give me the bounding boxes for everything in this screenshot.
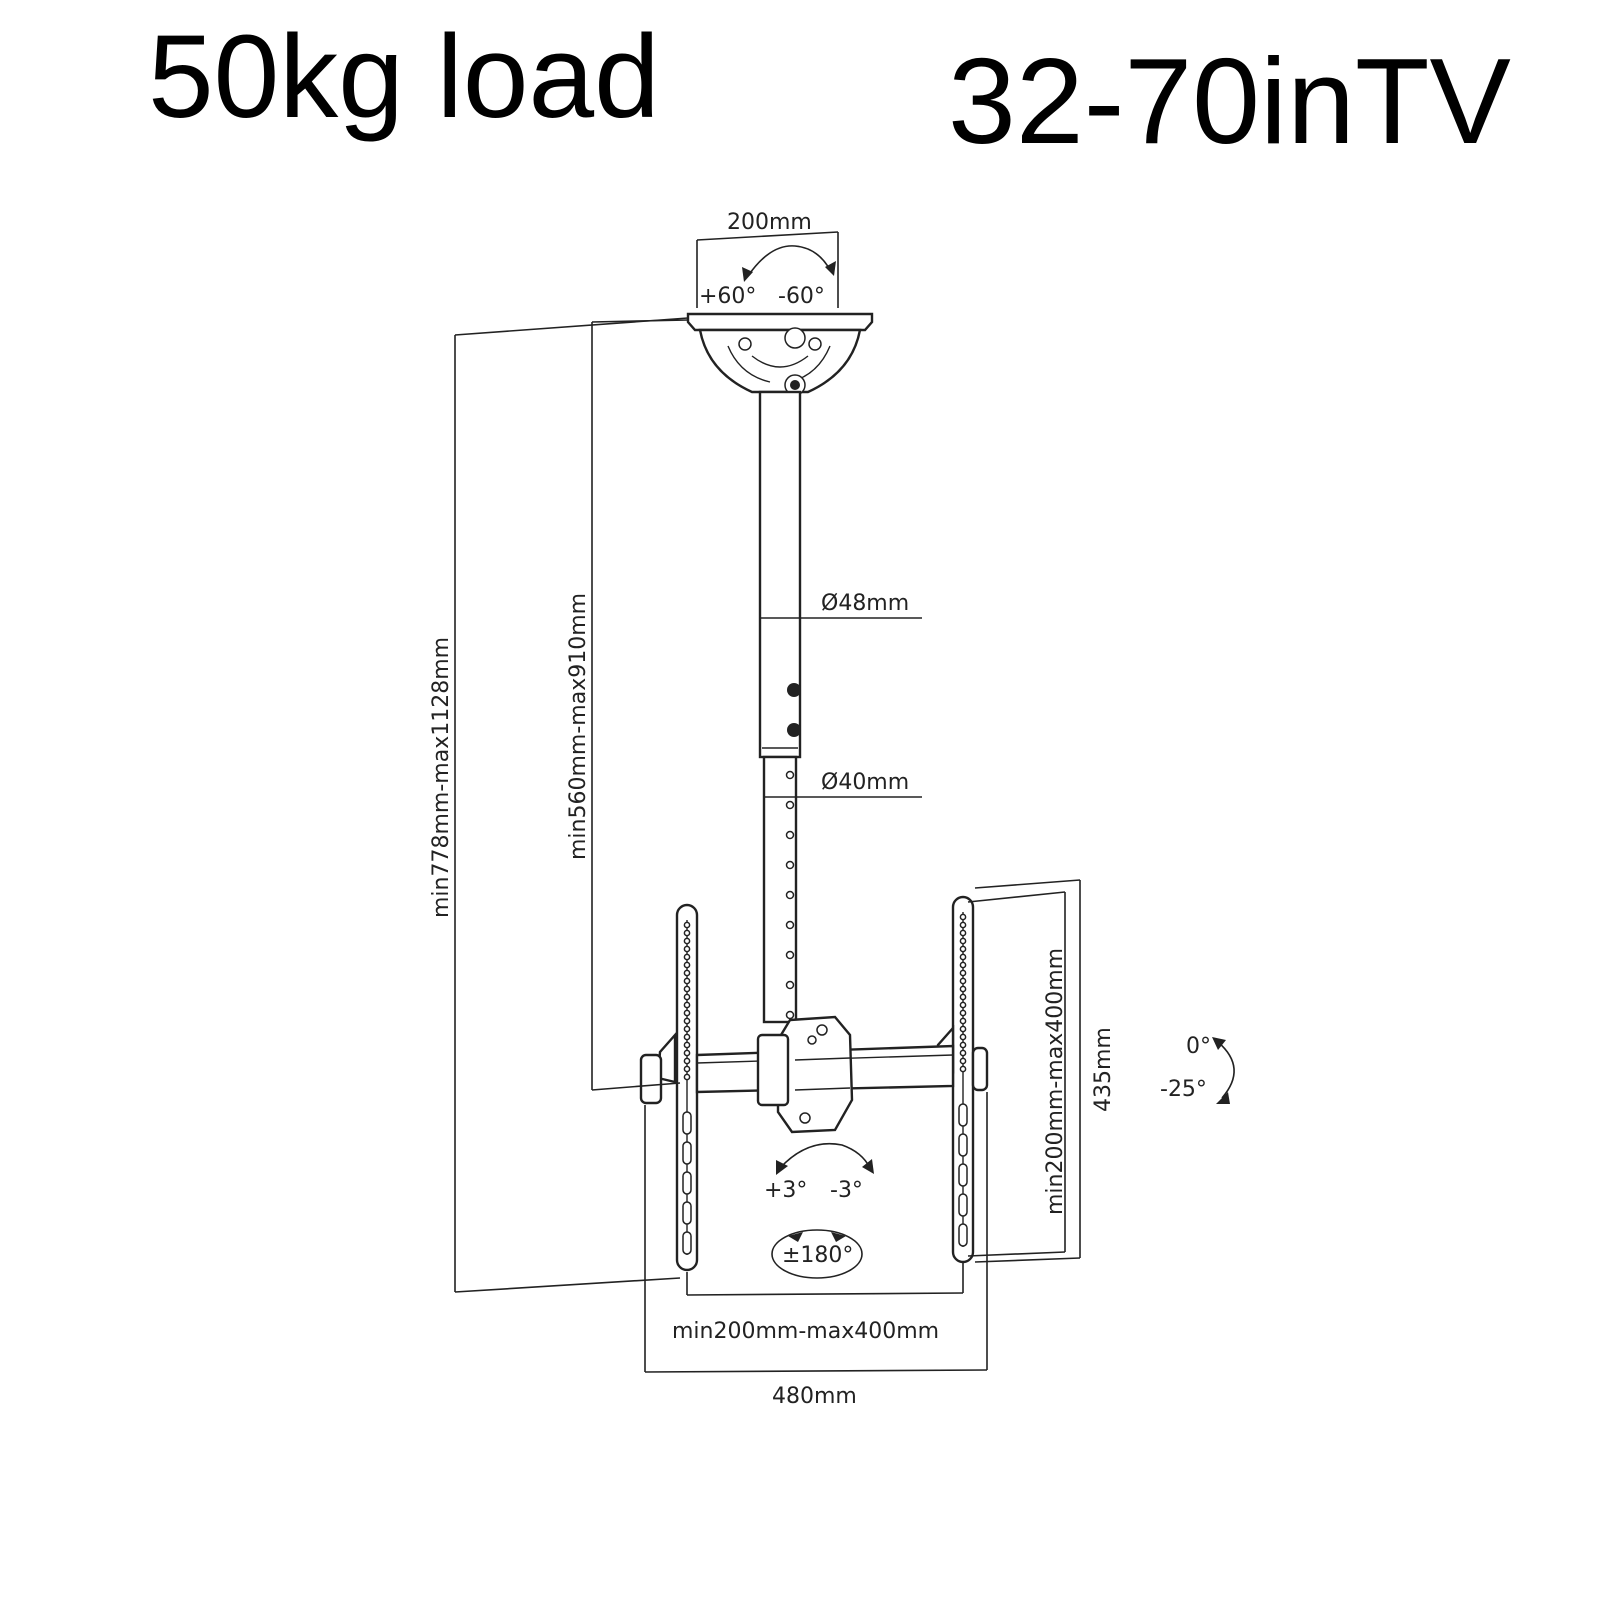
arm-mount-slot (958, 1133, 968, 1157)
arm-height-label: 435mm (1091, 1027, 1116, 1112)
arm-mount-slot (682, 1201, 692, 1225)
inner-tube-diameter-label: Ø40mm (821, 770, 909, 795)
arm-mount-hole (959, 969, 967, 977)
arm-mount-hole (959, 1065, 967, 1073)
arm-mount-hole (683, 1057, 691, 1065)
arm-mount-hole (959, 1049, 967, 1057)
arm-mount-hole (959, 945, 967, 953)
arm-mount-hole (959, 961, 967, 969)
arm-mount-slot (958, 1163, 968, 1187)
tv-size-heading: 32-70inTV (948, 33, 1511, 169)
tilt-bottom-label: -25° (1160, 1077, 1207, 1102)
arm-mount-hole (683, 1065, 691, 1073)
arm-mount-slot (682, 1171, 692, 1195)
arm-mount-hole (959, 985, 967, 993)
dimension-lines: 200mm +60° -60° min778mm-max1128mm min56… (429, 210, 1235, 1409)
tube-adjust-hole (785, 920, 795, 930)
outer-tube-diameter-label: Ø48mm (821, 591, 909, 616)
arm-mount-hole (683, 993, 691, 1001)
pole-height-label: min560mm-max910mm (566, 593, 591, 860)
swivel-minus-label: -60° (778, 284, 825, 309)
swivel-plus-label: +60° (699, 284, 756, 309)
arm-mount-slot (682, 1141, 692, 1165)
arm-mount-hole (683, 969, 691, 977)
inner-tube (762, 755, 798, 1024)
load-capacity-heading: 50kg load (148, 11, 660, 143)
bracket-width-label: 480mm (772, 1384, 857, 1409)
ceiling-plate-width-label: 200mm (727, 210, 812, 235)
tube-adjust-hole (785, 800, 795, 810)
arm-mount-hole (959, 1041, 967, 1049)
arm-mount-hole (959, 913, 967, 921)
arm-mount-hole (959, 1009, 967, 1017)
tube-adjust-hole (785, 1010, 795, 1020)
rotation-label: ±180° (782, 1243, 853, 1268)
arm-mount-hole (683, 929, 691, 937)
arm-mount-hole (683, 937, 691, 945)
arm-mount-hole (959, 929, 967, 937)
arm-mount-hole (683, 1033, 691, 1041)
overall-height-label: min778mm-max1128mm (429, 637, 454, 918)
arm-mount-slot (958, 1223, 968, 1247)
right-tv-arm (936, 895, 989, 1264)
arm-mount-hole (959, 937, 967, 945)
arm-mount-hole (683, 1025, 691, 1033)
arm-mount-hole (959, 953, 967, 961)
level-minus-label: -3° (830, 1178, 863, 1203)
arm-mount-hole (959, 1057, 967, 1065)
arm-mount-hole (959, 1025, 967, 1033)
arm-mount-hole (683, 961, 691, 969)
arm-mount-hole (683, 1001, 691, 1009)
arm-mount-hole (959, 921, 967, 929)
arm-mount-slot (958, 1193, 968, 1217)
arm-mount-hole (683, 921, 691, 929)
tube-adjust-hole (785, 890, 795, 900)
arm-mount-hole (959, 977, 967, 985)
tube-adjust-hole (785, 980, 795, 990)
arm-mount-hole (683, 953, 691, 961)
arm-mount-hole (683, 977, 691, 985)
arm-mount-hole (959, 1001, 967, 1009)
arm-mount-hole (683, 945, 691, 953)
vesa-horizontal-label: min200mm-max400mm (672, 1319, 939, 1344)
mount-drawing (639, 312, 989, 1272)
arm-mount-hole (959, 993, 967, 1001)
tube-adjust-hole (785, 770, 795, 780)
arm-mount-hole (959, 1017, 967, 1025)
arm-mount-hole (683, 1041, 691, 1049)
left-tv-arm (639, 903, 699, 1272)
tube-adjust-hole (785, 830, 795, 840)
arm-mount-hole (683, 1073, 691, 1081)
arm-mount-slot (958, 1103, 968, 1127)
tube-adjust-hole (785, 860, 795, 870)
arm-mount-hole (959, 1033, 967, 1041)
ceiling-plate (686, 312, 874, 396)
arm-mount-hole (683, 985, 691, 993)
arm-mount-hole (683, 1009, 691, 1017)
arm-mount-slot (682, 1231, 692, 1255)
outer-tube (758, 390, 802, 759)
vesa-vertical-label: min200mm-max400mm (1043, 948, 1068, 1215)
level-plus-label: +3° (764, 1178, 807, 1203)
tilt-head (756, 1015, 854, 1134)
tube-adjust-hole (785, 950, 795, 960)
arm-mount-slot (682, 1111, 692, 1135)
arm-mount-hole (683, 1049, 691, 1057)
tilt-top-label: 0° (1186, 1034, 1211, 1059)
arm-mount-hole (683, 1017, 691, 1025)
